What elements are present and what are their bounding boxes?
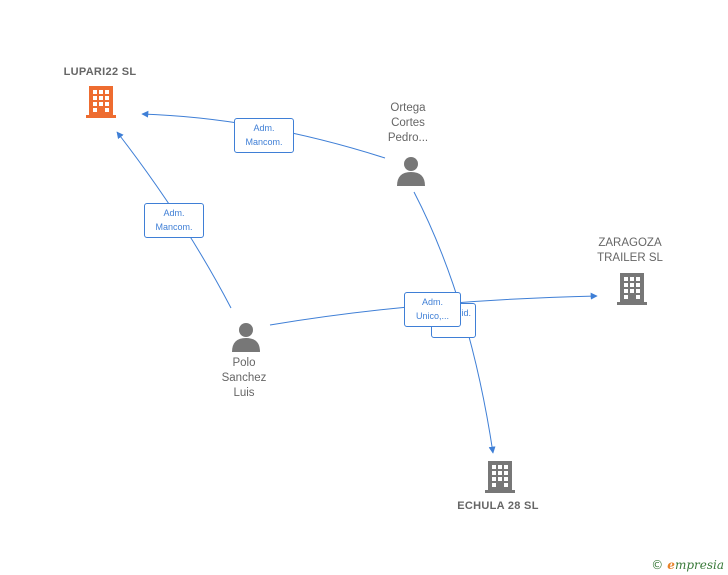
label-line: Sanchez [221, 372, 267, 384]
edge-label-polo-zaragoza[interactable]: Adm. Unico,... [404, 292, 461, 327]
label-line: Ortega [390, 102, 426, 114]
edge-label-ortega-lupari[interactable]: Adm. Mancom. [234, 118, 294, 153]
edge-label-line: Unico,... [415, 311, 449, 321]
person-label-ortega[interactable]: Ortega Cortes Pedro... [360, 101, 456, 146]
label-line: Polo [232, 357, 256, 369]
person-icon[interactable] [397, 157, 425, 186]
building-icon[interactable] [86, 86, 116, 118]
label-line: TRAILER SL [597, 252, 663, 264]
edge-label-line: Mancom. [245, 137, 283, 147]
company-label-zaragoza[interactable]: ZARAGOZA TRAILER SL [575, 236, 685, 266]
label-line: Cortes [391, 117, 425, 129]
person-label-polo[interactable]: Polo Sanchez Luis [196, 356, 292, 401]
edge-label-line: Adm. [163, 208, 185, 218]
building-icon[interactable] [485, 461, 515, 493]
person-icon[interactable] [232, 323, 260, 352]
brand-initial: e [667, 558, 675, 572]
label-line: Luis [233, 387, 255, 399]
building-icon[interactable] [617, 273, 647, 305]
edge-label-line: Adm. [421, 297, 443, 307]
edge-label-line: Adm. [253, 123, 275, 133]
edge-label-line: Mancom. [155, 222, 193, 232]
copyright-icon: © [651, 558, 664, 572]
empresia-watermark: ©empresia [651, 558, 724, 572]
company-label-echula[interactable]: ECHULA 28 SL [457, 500, 539, 512]
label-line: ZARAGOZA [598, 237, 662, 249]
brand-name: mpresia [674, 558, 724, 572]
edge-label-polo-lupari[interactable]: Adm. Mancom. [144, 203, 204, 238]
label-line: Pedro... [387, 132, 429, 144]
company-label-lupari[interactable]: LUPARI22 SL [63, 66, 137, 78]
